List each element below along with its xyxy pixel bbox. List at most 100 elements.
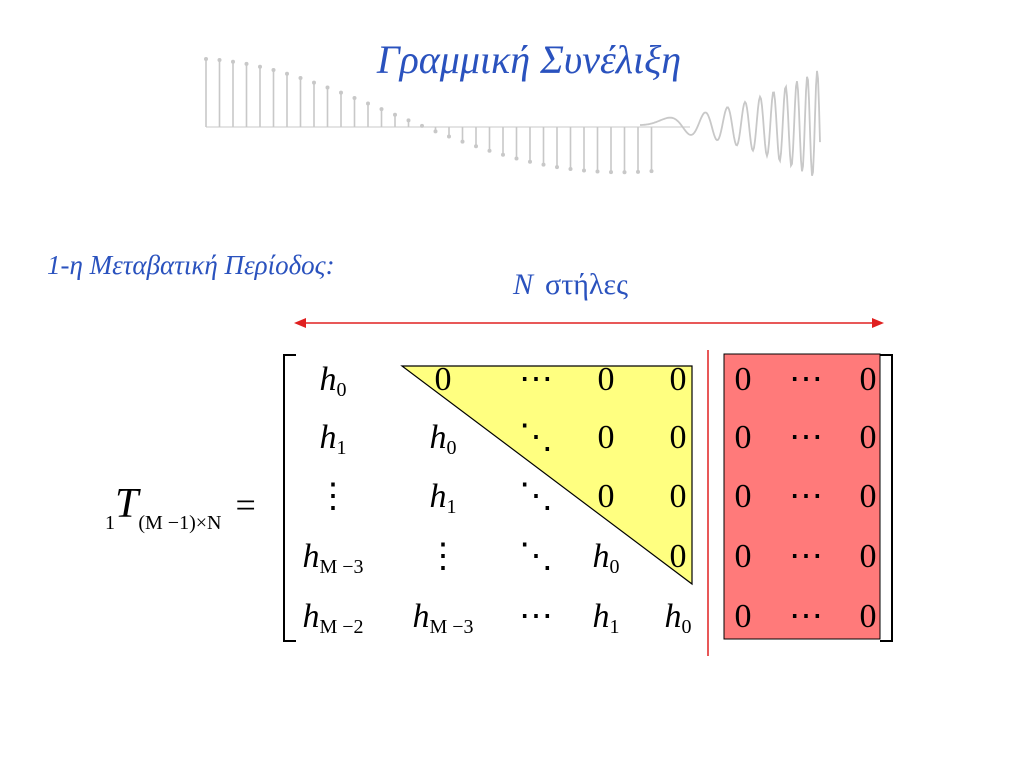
signal-trace	[312, 80, 316, 85]
signal-trace	[487, 148, 492, 153]
left-matrix-bracket	[283, 354, 296, 642]
matrix-cell: 0	[597, 478, 615, 515]
signal-trace	[433, 129, 438, 134]
matrix-cell: 0	[734, 478, 752, 515]
matrix-cell: 0	[597, 419, 615, 456]
lhs-matrix-symbol: T	[115, 481, 139, 527]
cell-subscript: 0	[336, 379, 347, 401]
matrix-cell: 0	[669, 419, 687, 456]
matrix-cell: h1	[571, 597, 641, 647]
signal-trace	[622, 170, 627, 175]
cell-subscript: 1	[446, 496, 457, 518]
matrix-cell: ⋯	[519, 361, 553, 398]
matrix-cell: h1	[408, 477, 478, 527]
matrix-cell: 0	[859, 361, 877, 398]
signal-trace	[204, 57, 208, 61]
zero-padding-block	[723, 353, 881, 640]
matrix-cell: h0	[298, 360, 368, 410]
columns-span-arrow	[294, 318, 884, 328]
equals-sign: =	[235, 485, 256, 525]
cell-subscript: 1	[336, 437, 347, 459]
cell-base: h	[302, 598, 320, 635]
signal-trace	[379, 107, 384, 112]
lhs-prefix-index: 1	[105, 512, 115, 534]
matrix-cell: ⋱	[519, 419, 553, 456]
matrix-cell: 0	[859, 419, 877, 456]
signal-trace	[609, 170, 613, 175]
signal-trace	[460, 139, 465, 144]
matrix-cell: 0	[734, 598, 752, 635]
signal-trace	[298, 76, 303, 81]
matrix-cell: 0	[597, 361, 615, 398]
signal-trace	[231, 59, 235, 64]
matrix-cell: 0	[734, 538, 752, 575]
cell-base: h	[319, 361, 337, 398]
cell-base: h	[429, 419, 447, 456]
matrix-lhs-label: 1T(M −1)×N =	[105, 481, 256, 543]
matrix-cell: 0	[859, 598, 877, 635]
columns-count-symbol: N	[513, 268, 534, 301]
matrix-cell: ⋯	[789, 538, 823, 575]
matrix-cell: ⋯	[519, 598, 553, 635]
signal-trace	[528, 159, 532, 164]
matrix-cell: h0	[571, 537, 641, 587]
matrix-cell: 0	[434, 361, 452, 398]
signal-trace	[258, 64, 262, 69]
cell-base: h	[412, 598, 430, 635]
matrix-cell: h0	[643, 597, 713, 647]
matrix-cell: ⋯	[789, 478, 823, 515]
matrix-cell: 0	[669, 538, 687, 575]
cell-base: h	[319, 419, 337, 456]
signal-trace	[244, 61, 249, 66]
cell-subscript: 0	[446, 437, 457, 459]
cell-base: h	[302, 538, 320, 575]
signal-trace	[514, 156, 519, 161]
cell-subscript: 1	[609, 616, 620, 638]
matrix-cell: ⋱	[519, 538, 553, 575]
matrix-cell: 0	[669, 478, 687, 515]
signal-trace	[285, 71, 289, 76]
cell-subscript: M −3	[319, 556, 364, 578]
matrix-cell: 0	[859, 478, 877, 515]
right-matrix-bracket	[880, 354, 893, 642]
signal-trace	[352, 95, 357, 100]
columns-word: στήλες	[545, 268, 628, 301]
signal-trace	[649, 169, 654, 174]
lhs-dimension-subscript: (M −1)×N	[138, 512, 222, 534]
signal-trace	[271, 68, 276, 73]
section-subtitle: 1-η Μεταβατική Περίοδος:	[47, 250, 335, 280]
cell-subscript: M −2	[319, 616, 364, 638]
signal-trace	[636, 169, 640, 174]
matrix-cell: 0	[859, 538, 877, 575]
matrix-cell: hM −3	[298, 537, 368, 587]
signal-trace	[582, 168, 586, 173]
signal-trace	[474, 144, 478, 149]
signal-trace	[447, 134, 451, 139]
signal-trace	[406, 118, 411, 123]
matrix-cell: 0	[734, 419, 752, 456]
matrix-cell: 0	[734, 361, 752, 398]
signal-trace	[339, 90, 343, 95]
signal-trace	[393, 112, 397, 117]
cell-subscript: M −3	[429, 616, 474, 638]
matrix-cell: ⋯	[789, 598, 823, 635]
signal-trace	[568, 167, 573, 172]
cell-subscript: 0	[609, 556, 620, 578]
matrix-cell: h0	[408, 418, 478, 468]
matrix-cell: hM −3	[408, 597, 478, 647]
matrix-cell: ⋱	[519, 478, 553, 515]
signal-trace	[366, 101, 370, 106]
signal-trace	[501, 152, 505, 157]
signal-trace	[217, 58, 222, 63]
slide-title: Γραμμική Συνέλιξη	[376, 37, 682, 82]
signal-trace	[541, 162, 546, 167]
signal-trace	[640, 70, 821, 176]
signal-stem-plot-graphic	[204, 57, 821, 176]
matrix-cell: ⋮	[426, 538, 460, 575]
upper-triangle-highlight	[400, 365, 693, 586]
cell-base: h	[429, 478, 447, 515]
matrix-cell: ⋯	[789, 361, 823, 398]
matrix-cell: ⋮	[316, 478, 350, 515]
